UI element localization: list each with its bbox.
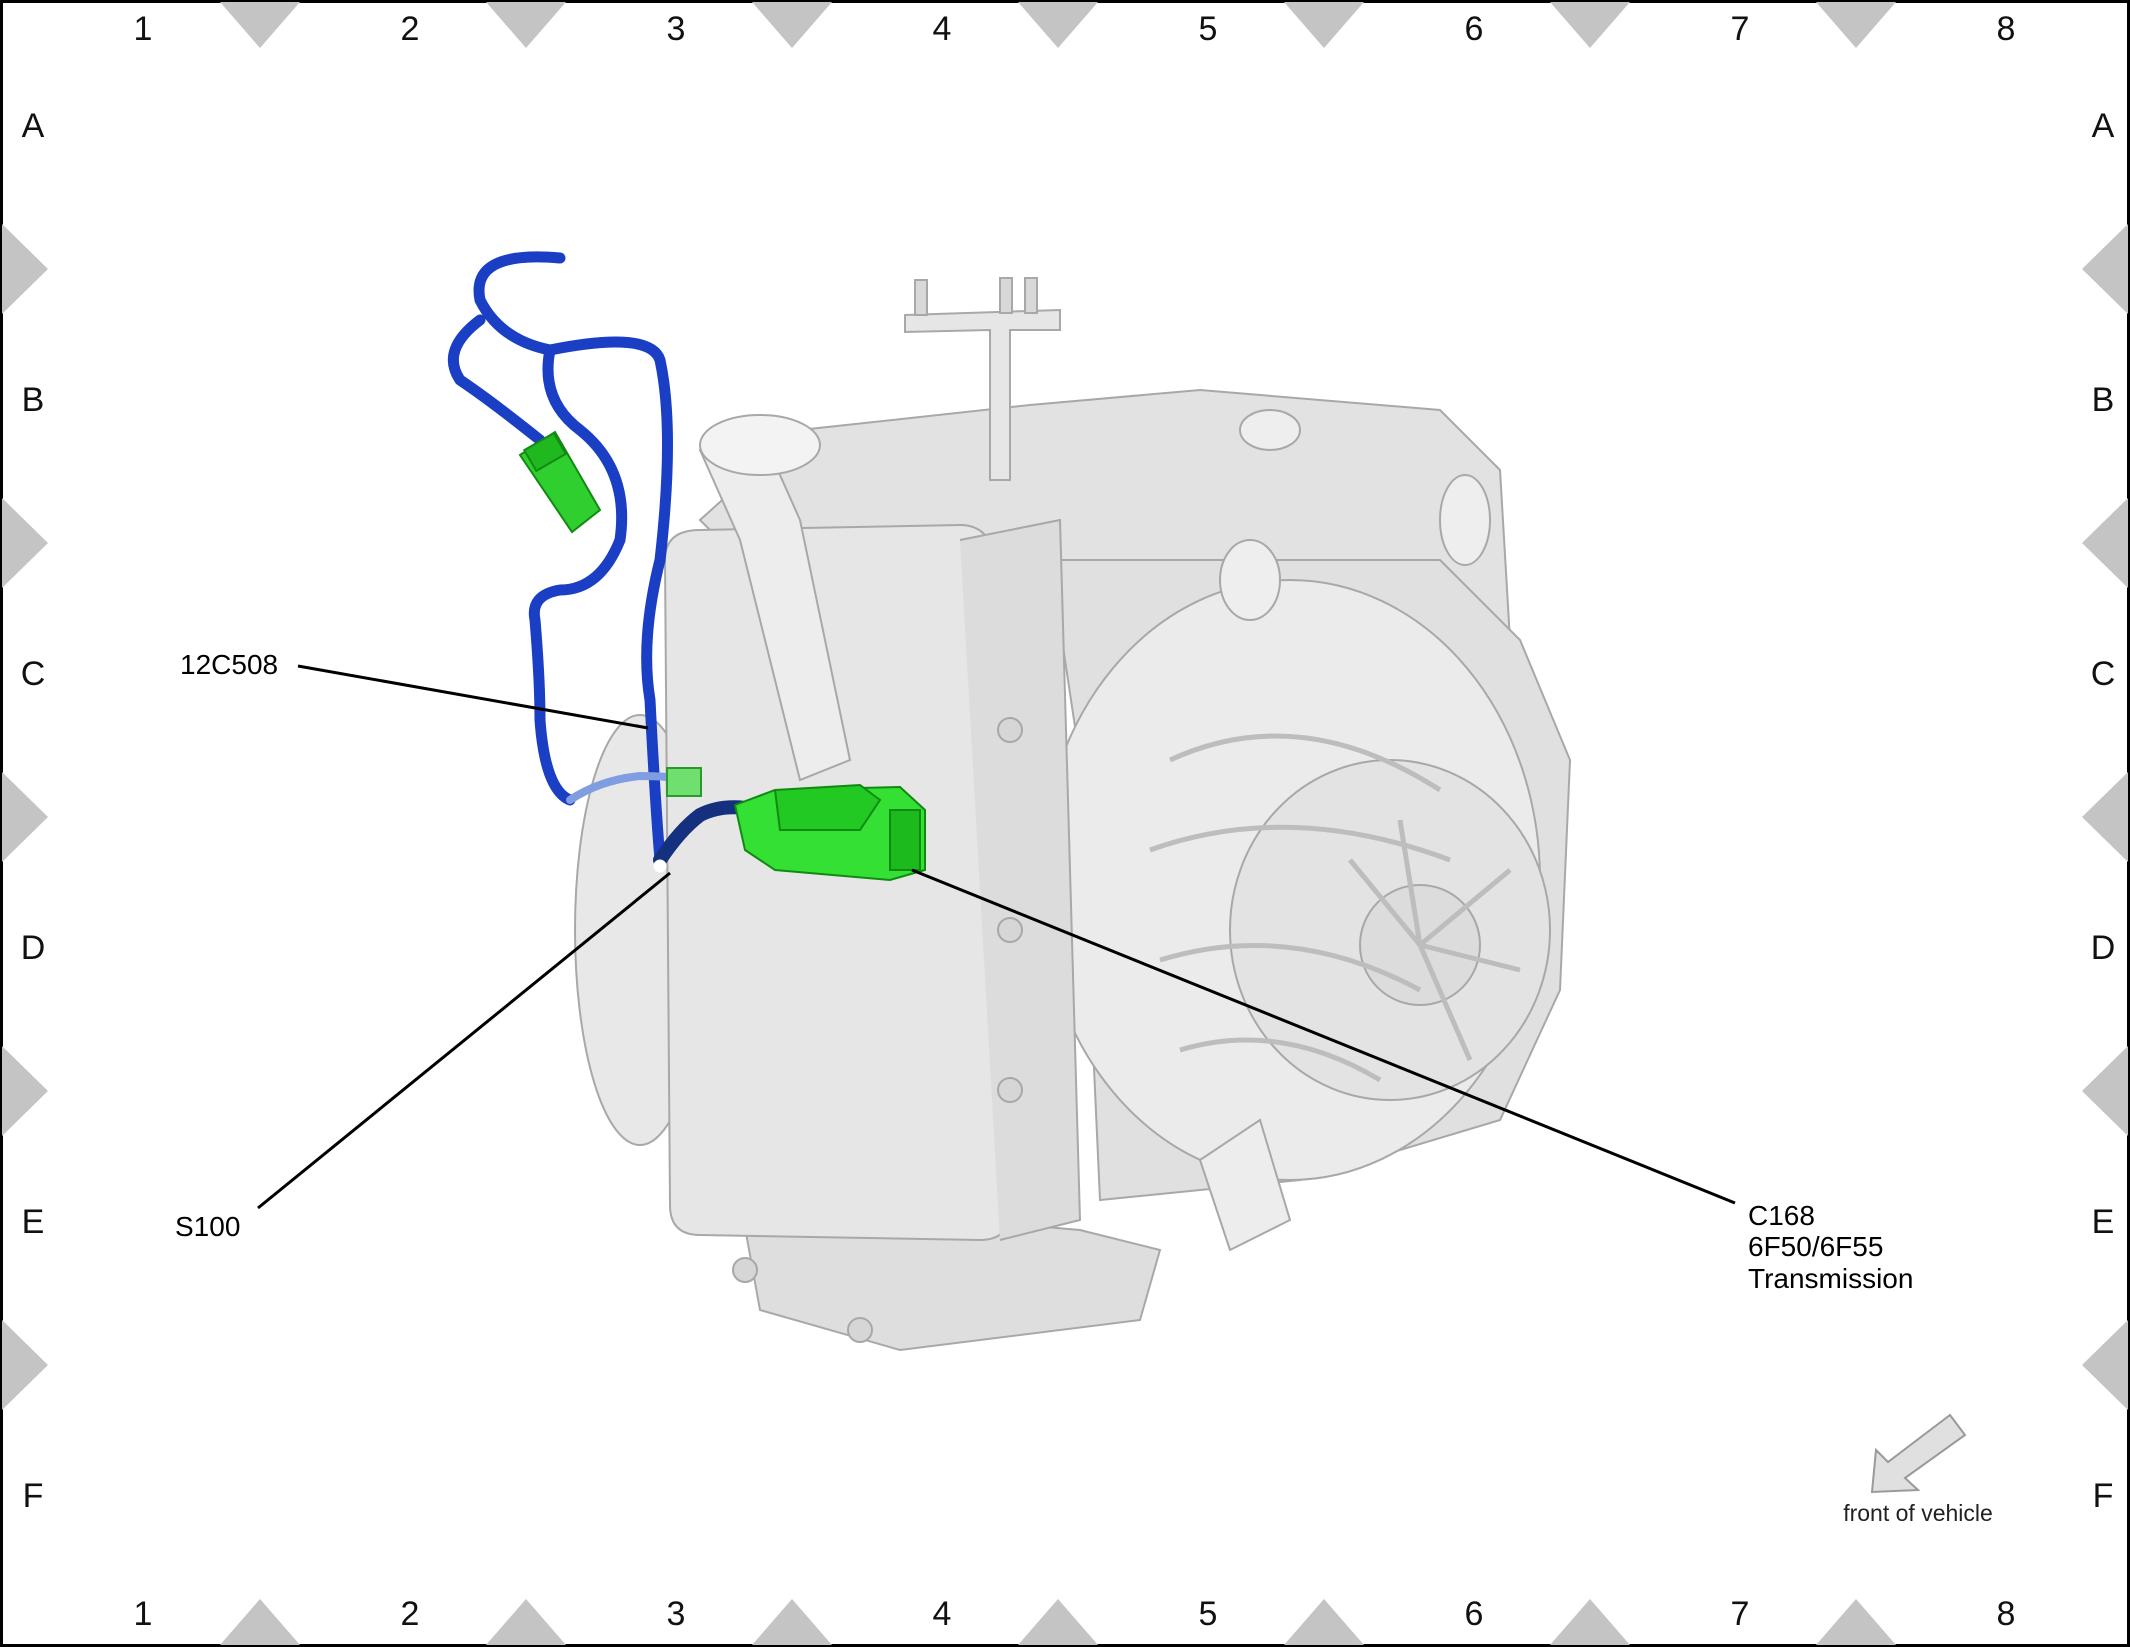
callout-connector-desc-1: 6F50/6F55 <box>1748 1231 1883 1262</box>
row-label-left-b: B <box>22 381 45 419</box>
col-label-bottom-4: 4 <box>933 1595 952 1633</box>
col-label-top-6: 6 <box>1465 10 1484 48</box>
transmission-connector-c168 <box>733 783 926 882</box>
front-arrow-icon <box>1870 1413 1967 1494</box>
row-label-right-e: E <box>2092 1203 2115 1241</box>
small-connector <box>666 767 702 797</box>
col-label-bottom-8: 8 <box>1997 1595 2016 1633</box>
row-labels-left: A B C D E F <box>21 107 46 1515</box>
front-of-vehicle-label: front of vehicle <box>1843 1500 1993 1526</box>
callout-connector-id: C168 <box>1748 1200 1815 1231</box>
col-label-bottom-6: 6 <box>1465 1595 1484 1633</box>
col-label-bottom-3: 3 <box>667 1595 686 1633</box>
row-label-left-c: C <box>21 655 46 693</box>
row-label-right-c: C <box>2091 655 2116 693</box>
col-label-bottom-7: 7 <box>1731 1595 1750 1633</box>
row-label-left-d: D <box>21 929 46 967</box>
row-labels-right: A B C D E F <box>2091 107 2116 1515</box>
callout-harness-label: 12C508 <box>180 649 278 680</box>
row-label-right-d: D <box>2091 929 2116 967</box>
callout-connector-desc-2: Transmission <box>1748 1263 1913 1294</box>
col-label-bottom-5: 5 <box>1199 1595 1218 1633</box>
col-label-top-3: 3 <box>667 10 686 48</box>
row-label-left-a: A <box>22 107 45 145</box>
transmission-illustration <box>574 277 1572 1352</box>
col-label-top-2: 2 <box>401 10 420 48</box>
callout-splice-label: S100 <box>175 1211 240 1242</box>
row-label-right-b: B <box>2092 381 2115 419</box>
col-label-bottom-2: 2 <box>401 1595 420 1633</box>
column-labels-bottom: 1 2 3 4 5 6 7 8 <box>134 1595 2016 1633</box>
col-label-top-8: 8 <box>1997 10 2016 48</box>
harness-connector-upper <box>518 430 602 534</box>
col-label-top-7: 7 <box>1731 10 1750 48</box>
column-labels-top: 1 2 3 4 5 6 7 8 <box>134 10 2016 48</box>
row-label-right-a: A <box>2092 107 2115 145</box>
row-label-right-f: F <box>2093 1477 2114 1515</box>
leader-lines <box>257 664 1736 1210</box>
col-label-bottom-1: 1 <box>134 1595 153 1633</box>
col-label-top-5: 5 <box>1199 10 1218 48</box>
col-label-top-1: 1 <box>134 10 153 48</box>
row-label-left-e: E <box>22 1203 45 1241</box>
col-label-top-4: 4 <box>933 10 952 48</box>
row-label-left-f: F <box>23 1477 44 1515</box>
